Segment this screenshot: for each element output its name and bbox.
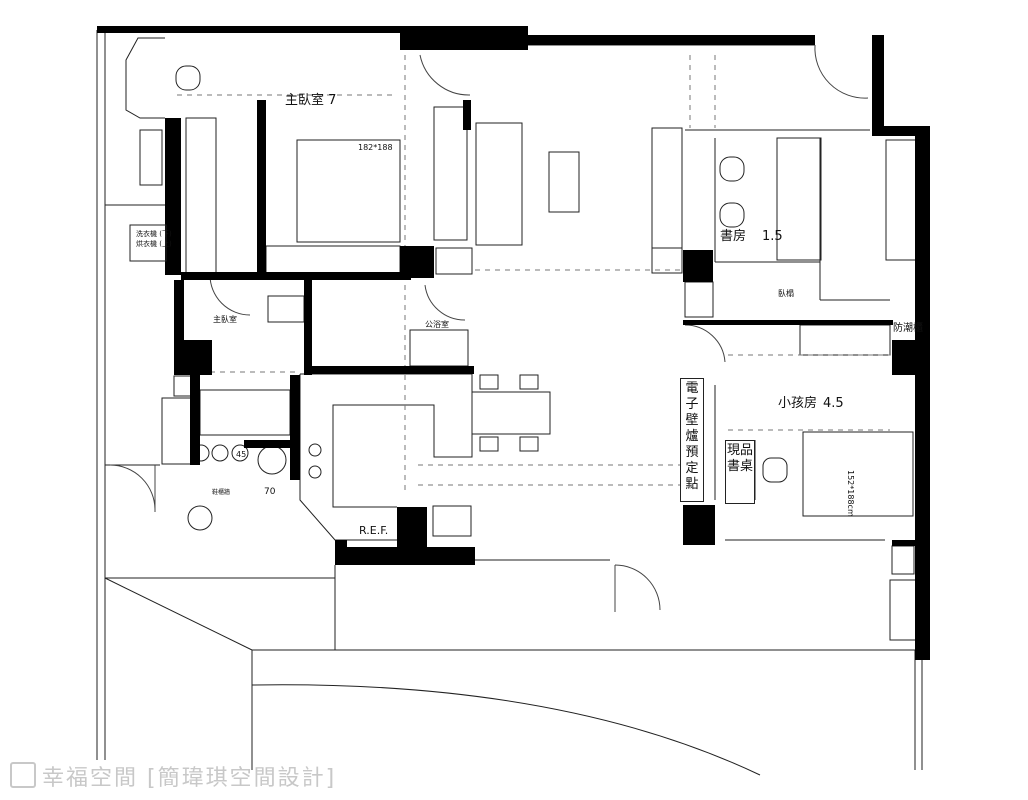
fireplace-note-text: 電子壁爐預定點 (685, 381, 699, 492)
master-bed-dimension: 182*188 (358, 143, 393, 152)
anti-moisture-cabinet-label: 防潮櫃 (893, 321, 923, 334)
watermark: 幸福空間 [簡瑋琪空間設計] (10, 760, 336, 792)
desk-note: 現品書桌 (725, 440, 755, 504)
daybed-label: 臥榻 (778, 288, 794, 298)
dryer-label: 烘衣機 (上) (136, 239, 172, 248)
washer-label: 洗衣機 (下) (136, 229, 172, 238)
shoe-cabinet-label: 鞋櫃牆 (212, 488, 230, 496)
study-label: 書房 (720, 228, 746, 244)
master-bath-label: 主臥室 (213, 314, 237, 324)
kids-room-label: 小孩房 (778, 395, 817, 411)
kids-room-size: 4.5 (823, 396, 844, 411)
study-size: 1.5 (762, 229, 783, 244)
fireplace-note: 電子壁爐預定點 (680, 378, 704, 502)
desk-note-text: 現品書桌 (726, 443, 753, 474)
public-bath-label: 公浴室 (425, 319, 449, 329)
dimension-70: 70 (264, 487, 276, 497)
master-bedroom-label: 主臥室 7 (285, 92, 336, 108)
kids-bed-dimension: 152*188cm (846, 470, 855, 517)
watermark-text: 幸福空間 [簡瑋琪空間設計] (42, 766, 337, 791)
refrigerator-label: R.E.F. (359, 524, 388, 537)
dimension-45: 45 (236, 450, 246, 459)
house-logo-icon (10, 762, 36, 788)
